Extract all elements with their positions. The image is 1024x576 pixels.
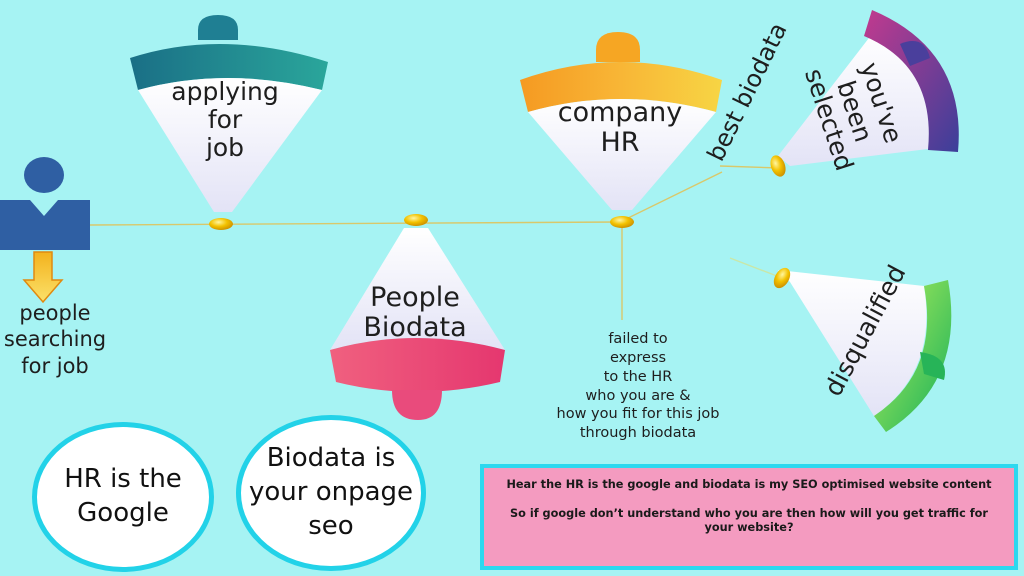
node-company-hr: [520, 32, 722, 210]
label-company-hr: company HR: [557, 97, 683, 159]
circle-hr-is-google: HR is the Google: [32, 422, 214, 572]
note-line-2: So if google don’t understand who you ar…: [510, 506, 988, 535]
circle-biodata-seo: Biodata is your onpage seo: [236, 415, 426, 571]
node-applying-for-job: [130, 15, 328, 212]
label-people-biodata: People Biodata: [363, 282, 467, 344]
explanation-note: Hear the HR is the google and biodata is…: [480, 464, 1018, 570]
circle-biodata-seo-text: Biodata is your onpage seo: [248, 443, 414, 541]
connector-beads: [209, 155, 791, 289]
down-arrow-icon: [22, 251, 64, 304]
node-people-biodata: [330, 228, 505, 420]
node-selected: [778, 10, 959, 166]
connector-lines: [89, 165, 783, 320]
person-icon: [0, 157, 90, 250]
note-line-1: Hear the HR is the google and biodata is…: [506, 478, 992, 491]
circle-hr-is-google-text: HR is the Google: [64, 464, 182, 528]
node-disqualified: [778, 270, 952, 432]
label-people-searching: people searching for job: [3, 301, 107, 378]
label-failed-to-express: failed to express to the HR who you are …: [556, 331, 720, 442]
label-applying-for-job: applying for job: [171, 77, 279, 162]
